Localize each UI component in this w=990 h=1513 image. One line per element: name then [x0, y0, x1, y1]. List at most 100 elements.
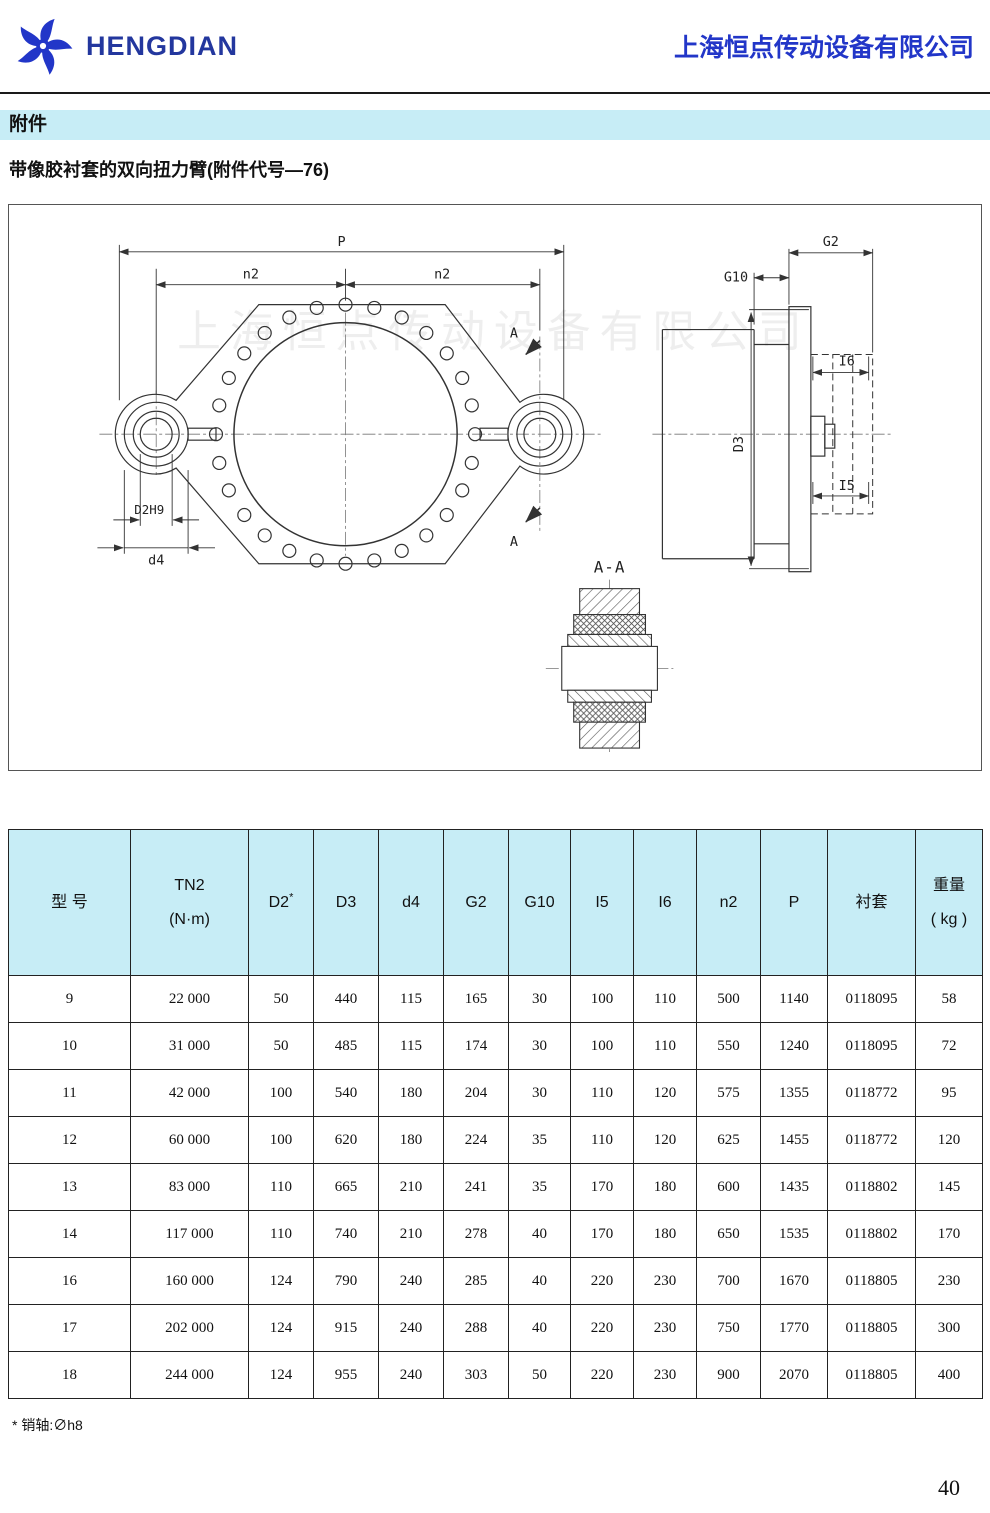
- front-view: P n2 n2 A A D2H9 d4: [97, 235, 603, 571]
- table-cell: 650: [696, 1210, 761, 1258]
- table-cell: 110: [248, 1163, 314, 1211]
- table-cell: 0118802: [827, 1210, 916, 1258]
- table-cell: 1240: [760, 1022, 828, 1070]
- column-header: d4: [378, 829, 444, 976]
- column-header: D2*: [248, 829, 314, 976]
- dim-label-d2h9: D2H9: [134, 502, 164, 517]
- dim-label-i6: I6: [839, 354, 855, 369]
- table-cell: 285: [443, 1257, 509, 1305]
- table-cell: 0118805: [827, 1351, 916, 1399]
- table-cell: 58: [915, 975, 983, 1023]
- section-label-a-top: A: [510, 327, 518, 342]
- side-view-dimensions: [747, 248, 874, 570]
- table-cell: 35: [508, 1116, 571, 1164]
- table-cell: 790: [313, 1257, 379, 1305]
- table-cell: 180: [378, 1116, 444, 1164]
- table-cell: 9: [8, 975, 131, 1023]
- table-cell: 30: [508, 1069, 571, 1117]
- table-cell: 740: [313, 1210, 379, 1258]
- table-cell: 1535: [760, 1210, 828, 1258]
- column-header: D3: [313, 829, 379, 976]
- side-view: G2 G10 I6 I5 D3: [652, 235, 892, 573]
- table-cell: 180: [633, 1163, 697, 1211]
- table-cell: 165: [443, 975, 509, 1023]
- table-cell: 241: [443, 1163, 509, 1211]
- table-cell: 170: [570, 1210, 634, 1258]
- dim-label-p: P: [337, 235, 345, 250]
- page-header: HENGDIAN 上海恒点传动设备有限公司: [0, 0, 990, 94]
- table-cell: 300: [915, 1304, 983, 1352]
- table-cell: 180: [633, 1210, 697, 1258]
- table-cell: 1770: [760, 1304, 828, 1352]
- table-cell: 210: [378, 1163, 444, 1211]
- table-cell: 30: [508, 1022, 571, 1070]
- table-cell: 303: [443, 1351, 509, 1399]
- table-cell: 40: [508, 1304, 571, 1352]
- table-cell: 288: [443, 1304, 509, 1352]
- table-cell: 625: [696, 1116, 761, 1164]
- table-cell: 0118802: [827, 1163, 916, 1211]
- dim-label-g2: G2: [823, 235, 839, 250]
- bushing-section: [561, 588, 658, 749]
- table-cell: 665: [313, 1163, 379, 1211]
- table-cell: 22 000: [130, 975, 249, 1023]
- table-cell: 50: [248, 1022, 314, 1070]
- table-cell: 1670: [760, 1257, 828, 1305]
- table-cell: 14: [8, 1210, 131, 1258]
- table-cell: 220: [570, 1257, 634, 1305]
- table-cell: 18: [8, 1351, 131, 1399]
- section-aa-label: A-A: [594, 558, 626, 577]
- table-cell: 170: [915, 1210, 983, 1258]
- table-cell: 16: [8, 1257, 131, 1305]
- table-cell: 180: [378, 1069, 444, 1117]
- table-cell: 230: [915, 1257, 983, 1305]
- table-cell: 220: [570, 1304, 634, 1352]
- table-cell: 100: [570, 1022, 634, 1070]
- technical-drawing: 上海恒点传动设备有限公司: [8, 204, 982, 771]
- table-cell: 1355: [760, 1069, 828, 1117]
- table-cell: 110: [570, 1069, 634, 1117]
- front-centerlines: [99, 312, 603, 556]
- table-cell: 115: [378, 1022, 444, 1070]
- column-header: TN2(N·m): [130, 829, 249, 976]
- column-header: n2: [696, 829, 761, 976]
- table-cell: 174: [443, 1022, 509, 1070]
- table-cell: 230: [633, 1257, 697, 1305]
- dim-label-n2-left: n2: [243, 268, 259, 283]
- table-cell: 210: [378, 1210, 444, 1258]
- table-cell: 83 000: [130, 1163, 249, 1211]
- column-header: P: [760, 829, 828, 976]
- column-header: G2: [443, 829, 509, 976]
- table-cell: 100: [570, 975, 634, 1023]
- column-header: G10: [508, 829, 571, 976]
- table-cell: 1140: [760, 975, 828, 1023]
- drawing-title: 带像胶衬套的双向扭力臂(附件代号—76): [9, 160, 330, 180]
- table-cell: 915: [313, 1304, 379, 1352]
- table-cell: 230: [633, 1304, 697, 1352]
- table-cell: 750: [696, 1304, 761, 1352]
- table-cell: 115: [378, 975, 444, 1023]
- dim-label-d4: d4: [148, 554, 164, 569]
- table-cell: 160 000: [130, 1257, 249, 1305]
- table-cell: 42 000: [130, 1069, 249, 1117]
- table-cell: 0118805: [827, 1304, 916, 1352]
- company-name: 上海恒点传动设备有限公司: [673, 35, 974, 62]
- section-view-aa: A-A: [545, 558, 674, 756]
- table-cell: 1455: [760, 1116, 828, 1164]
- dim-label-d3: D3: [732, 436, 747, 452]
- table-cell: 0118095: [827, 975, 916, 1023]
- table-cell: 120: [915, 1116, 983, 1164]
- table-cell: 50: [248, 975, 314, 1023]
- table-cell: 575: [696, 1069, 761, 1117]
- dim-label-n2-right: n2: [434, 268, 450, 283]
- table-cell: 540: [313, 1069, 379, 1117]
- technical-drawing-svg: 上海恒点传动设备有限公司: [97, 235, 892, 756]
- table-cell: 145: [915, 1163, 983, 1211]
- table-cell: 244 000: [130, 1351, 249, 1399]
- column-header: I5: [570, 829, 634, 976]
